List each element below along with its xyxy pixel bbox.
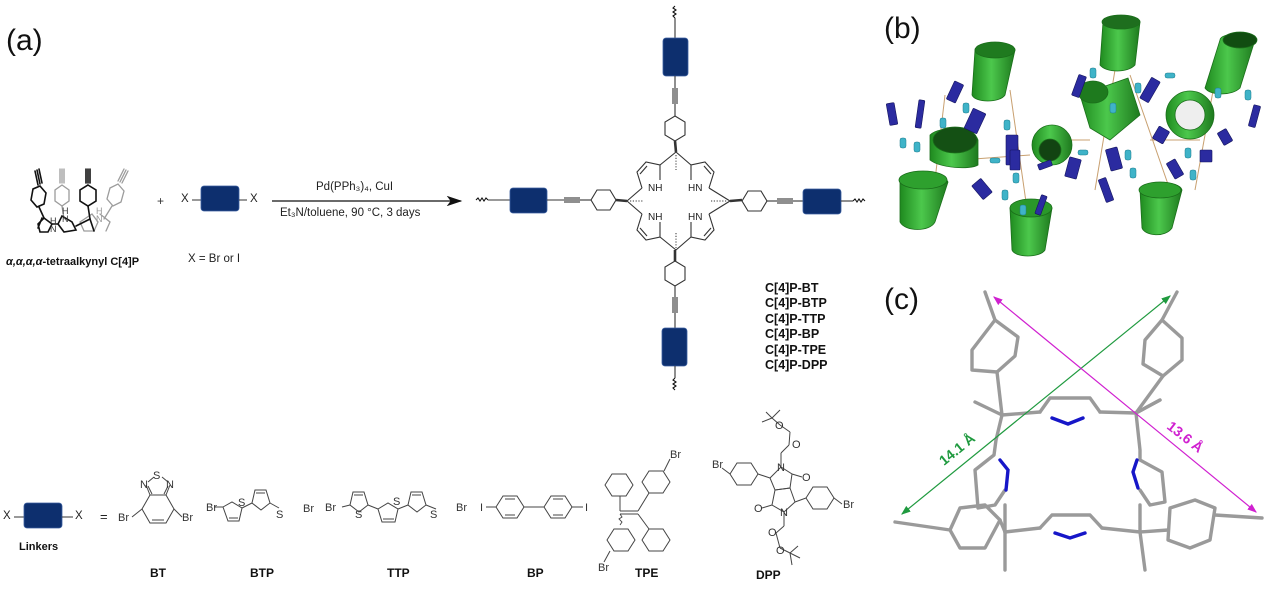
dpp-atom-br-right: Br [843, 499, 854, 511]
dpp-atom-o4: O [775, 420, 784, 432]
bp-atom-i-right: I [585, 502, 588, 514]
dpp-atom-br-left: Br [712, 459, 723, 471]
product-item: C[4]P-DPP [765, 358, 828, 373]
linker-ttp-structure [341, 491, 437, 523]
ttp-atom-br-left: Br [325, 502, 336, 514]
linker-label-dpp: DPP [756, 568, 781, 582]
distance-arrow-magenta [993, 296, 1257, 513]
product-item: C[4]P-TTP [765, 311, 826, 326]
linker-legend-block [14, 502, 73, 529]
reactant1-name-suffix: -tetraalkynyl C[4]P [42, 256, 140, 268]
dpp-atom-o5: O [768, 527, 777, 539]
ttp-atom-s3: S [430, 509, 437, 521]
btp-atom-s1: S [238, 497, 245, 509]
reactant1-name: α,α,α,α-tetraalkynyl C[4]P [6, 256, 139, 268]
core-nh-4: HN [688, 212, 702, 223]
ttp-atom-s2: S [393, 496, 400, 508]
crystal-structure-model [893, 290, 1264, 572]
distance-arrow-green [901, 295, 1171, 515]
x-definition: X = Br or I [188, 253, 241, 265]
reagents-bottom: Et₃N/toluene, 90 °C, 3 days [280, 207, 421, 219]
ttp-atom-s1: S [355, 509, 362, 521]
dpp-atom-n-bottom: N [780, 507, 788, 519]
bt-atom-n-right: N [166, 479, 174, 491]
distance-label-green: 14.1 Å [936, 430, 978, 468]
cage-network-3d-render [886, 14, 1261, 257]
bt-atom-br-right: Br [182, 512, 193, 524]
bt-atom-br-left: Br [118, 512, 129, 524]
reagents-top: Pd(PPh₃)₄, CuI [316, 181, 394, 193]
svg-text:N: N [50, 224, 57, 234]
linker-label-tpe: TPE [635, 566, 659, 580]
crystal-nitrogen-atoms [998, 416, 1140, 540]
product-network-structure [475, 5, 866, 391]
linker-label-ttp: TTP [387, 566, 410, 580]
core-nh-3: NH [648, 212, 662, 223]
product-item: C[4]P-BTP [765, 296, 827, 311]
svg-text:N: N [96, 214, 103, 224]
tpe-atom-br-bottom: Br [598, 562, 609, 574]
svg-text:H: H [62, 206, 69, 216]
dpp-atom-o6: O [776, 545, 785, 557]
btp-atom-br-left: Br [206, 502, 217, 514]
svg-text:N: N [62, 214, 69, 224]
linker-x-right: X [75, 510, 83, 522]
linker-label-bt: BT [150, 566, 166, 580]
btp-atom-s2: S [276, 509, 283, 521]
svg-text:H: H [96, 206, 103, 216]
linker-equals: = [100, 509, 108, 524]
linker-bp-structure [486, 495, 583, 519]
linker-btp-structure [214, 489, 280, 522]
product-list: C[4]P-BT C[4]P-BTP C[4]P-TTP C[4]P-BP C[… [765, 281, 828, 373]
linker-bt-structure [131, 476, 183, 524]
linker-x-left: X [3, 510, 11, 522]
bt-atom-s: S [153, 470, 160, 482]
dihalide-linker-reactant [192, 185, 247, 212]
linker-block [200, 185, 240, 212]
bp-atom-i-left: I [480, 502, 483, 514]
dpp-atom-n-top: N [777, 462, 785, 474]
core-nh-1: NH [648, 183, 662, 194]
linker-tpe-structure [603, 458, 671, 563]
tpe-atom-br-top: Br [670, 449, 681, 461]
linkers-caption: Linkers [19, 541, 59, 553]
c4p-reactant-structure: H N H N H N [30, 168, 129, 234]
ttp-atom-br-right: Br [456, 502, 467, 514]
reactant1-name-prefix: α,α,α,α [6, 256, 43, 268]
svg-text:H: H [50, 216, 57, 226]
dpp-atom-o2: O [754, 503, 763, 515]
panel-label-a: (a) [6, 24, 43, 57]
x-left-label: X [181, 193, 189, 205]
plus-sign: + [157, 194, 164, 208]
product-item: C[4]P-BT [765, 281, 819, 295]
x-right-label: X [250, 193, 258, 205]
distance-label-magenta: 13.6 Å [1164, 418, 1206, 456]
linker-label-bp: BP [527, 566, 544, 580]
dpp-atom-o3: O [792, 439, 801, 451]
panel-label-b: (b) [884, 12, 921, 45]
product-item: C[4]P-TPE [765, 342, 827, 357]
core-nh-2: HN [688, 183, 702, 194]
product-item: C[4]P-BP [765, 327, 820, 342]
btp-atom-br-right: Br [303, 503, 314, 515]
dpp-atom-o1: O [802, 472, 811, 484]
bt-atom-n-left: N [140, 479, 148, 491]
linker-label-btp: BTP [250, 566, 274, 580]
linker-dpp-structure [721, 409, 843, 566]
